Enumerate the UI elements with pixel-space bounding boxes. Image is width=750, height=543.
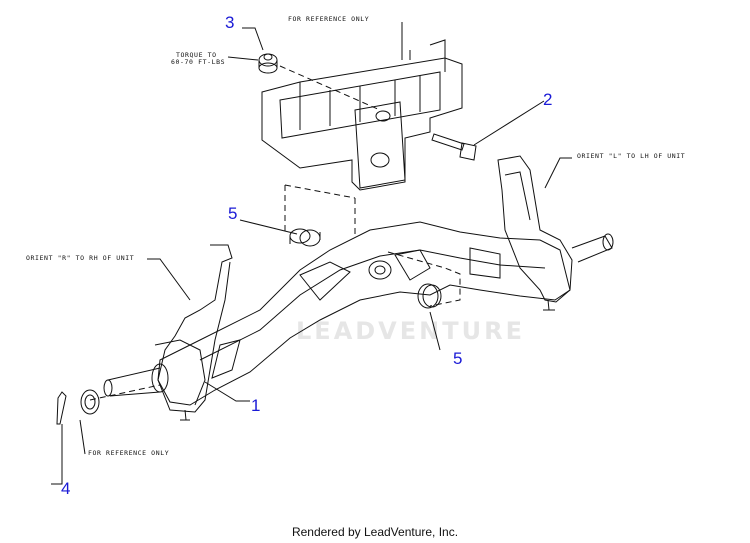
bolt-part	[431, 133, 477, 161]
bracket-reference-part	[261, 39, 463, 191]
callout-2: 2	[543, 90, 553, 109]
note-reference-top: FOR REFERENCE ONLY	[288, 15, 370, 23]
footer-credit: Rendered by LeadVenture, Inc.	[291, 525, 459, 539]
washer-part	[417, 283, 442, 309]
callout-4: 4	[61, 479, 71, 498]
callout-5-top: 5	[228, 204, 238, 223]
note-orient-l: ORIENT "L" TO LH OF UNIT	[577, 152, 686, 160]
note-orient-r: ORIENT "R" TO RH OF UNIT	[26, 254, 135, 262]
note-reference-bottom: FOR REFERENCE ONLY	[88, 449, 170, 457]
callout-3: 3	[225, 13, 235, 32]
nut-part	[258, 53, 278, 74]
note-torque-line2: 60-70 FT-LBS	[171, 58, 226, 66]
alignment-lines	[89, 65, 461, 401]
leader-lines	[51, 22, 572, 485]
callout-1: 1	[251, 396, 261, 415]
front-axle-part	[103, 155, 614, 421]
watermark: LEADVENTURE	[296, 317, 525, 345]
callout-5-bottom: 5	[453, 349, 463, 368]
spacer-part	[289, 228, 321, 247]
note-torque-line1: TORQUE TO	[176, 51, 217, 59]
cotter-pin-part	[56, 389, 100, 425]
